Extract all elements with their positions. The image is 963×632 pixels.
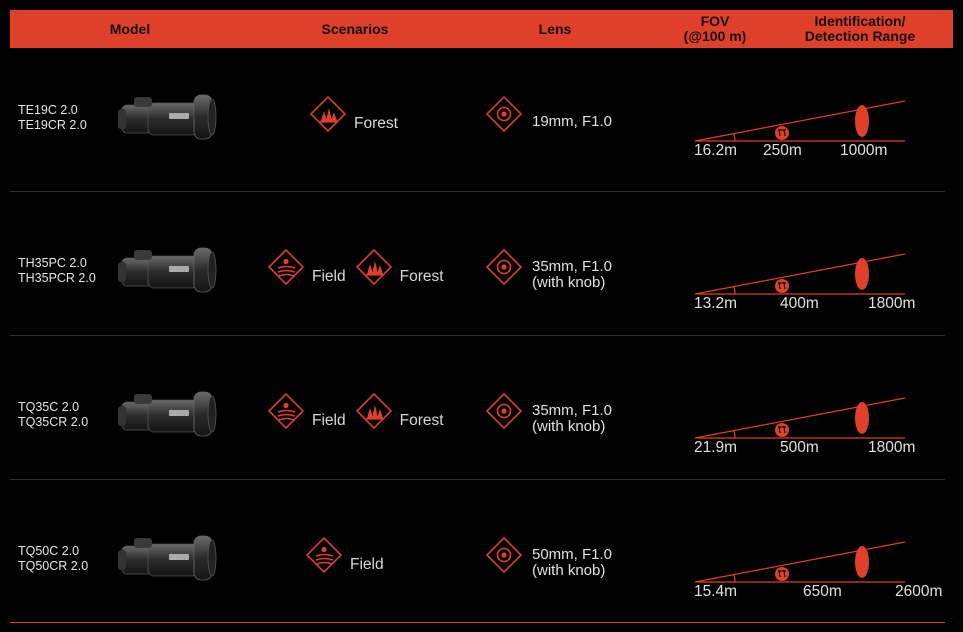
- table-header: Model Scenarios Lens FOV (@100 m) Identi…: [10, 10, 953, 48]
- scenario-label: Forest: [399, 267, 444, 285]
- fov-value: 15.4m: [694, 583, 738, 600]
- detection-range-value: 1000m: [840, 142, 888, 159]
- header-range-line1: Identification/: [814, 13, 906, 29]
- field-icon: [266, 247, 306, 292]
- fov-value: 13.2m: [694, 295, 738, 312]
- model-name: TQ35CR 2.0: [18, 415, 89, 429]
- lens-spec: 35mm, F1.0(with knob): [484, 391, 612, 436]
- header-fov-line2: (@100 m): [683, 28, 747, 44]
- detection-range-value: 1800m: [868, 295, 916, 312]
- identification-range-value: 250m: [763, 142, 802, 159]
- table-bottom-rule: [10, 622, 945, 623]
- lens-text: 35mm, F1.0(with knob): [532, 257, 613, 291]
- lens-knob-note: (with knob): [532, 417, 606, 435]
- lens-spec: 50mm, F1.0(with knob): [484, 535, 612, 580]
- lens-knob-note: (with knob): [532, 273, 606, 291]
- scenario-item: Field: [266, 247, 346, 292]
- header-model: Model: [109, 21, 151, 37]
- lens-text: 35mm, F1.0(with knob): [532, 401, 613, 435]
- identification-range-value: 650m: [803, 583, 842, 600]
- lens-icon: [484, 247, 524, 292]
- header-range-line2: Detection Range: [804, 28, 916, 44]
- range-diagram: [690, 507, 960, 597]
- lens-text: 50mm, F1.0(with knob): [532, 545, 613, 579]
- forest-icon: [354, 247, 394, 292]
- lens-focal: 19mm, F1.0: [532, 112, 613, 130]
- scenario-item: Forest: [354, 247, 444, 292]
- lens-icon: [484, 535, 524, 580]
- fov-value: 21.9m: [694, 439, 738, 456]
- model-name: TQ50CR 2.0: [18, 559, 89, 573]
- model-name: TE19CR 2.0: [18, 118, 87, 132]
- header-fov-line1: FOV: [700, 13, 730, 29]
- header-lens: Lens: [538, 21, 572, 37]
- lens-focal: 50mm, F1.0: [532, 545, 613, 563]
- scenario-item: Field: [304, 535, 384, 580]
- lens-focal: 35mm, F1.0: [532, 257, 613, 275]
- row-separator: [10, 335, 945, 336]
- scenario-label: Forest: [399, 411, 444, 429]
- range-diagram: [690, 66, 960, 156]
- field-icon: [304, 535, 344, 580]
- lens-icon: [484, 391, 524, 436]
- range-diagram: [690, 363, 960, 453]
- scenario-label: Field: [312, 411, 346, 429]
- field-icon: [266, 391, 306, 436]
- scenarios: Field Forest: [266, 247, 452, 292]
- identification-range-value: 500m: [780, 439, 819, 456]
- model-name: TH35PCR 2.0: [18, 271, 96, 285]
- scenarios: Field Forest: [266, 391, 452, 436]
- model-name: TH35PC 2.0: [18, 256, 87, 270]
- device-image: [114, 83, 224, 158]
- lens-icon: [484, 94, 524, 139]
- scenario-item: Field: [266, 391, 346, 436]
- forest-icon: [308, 94, 348, 139]
- header-fov: FOV (@100 m): [670, 14, 760, 44]
- identification-range-value: 400m: [780, 295, 819, 312]
- scenario-item: Forest: [354, 391, 444, 436]
- row-separator: [10, 191, 945, 192]
- scenario-label: Field: [312, 267, 346, 285]
- lens-focal: 35mm, F1.0: [532, 401, 613, 419]
- forest-icon: [354, 391, 394, 436]
- scenario-label: Field: [350, 555, 384, 573]
- detection-range-value: 1800m: [868, 439, 916, 456]
- model-name: TQ50C 2.0: [18, 544, 80, 558]
- scenarios: Forest: [308, 94, 406, 139]
- range-diagram: [690, 219, 960, 309]
- lens-knob-note: (with knob): [532, 561, 606, 579]
- header-scenarios: Scenarios: [321, 21, 389, 37]
- model-name: TE19C 2.0: [18, 103, 78, 117]
- scenario-item: Forest: [308, 94, 398, 139]
- fov-value: 16.2m: [694, 142, 738, 159]
- lens-spec: 19mm, F1.0: [484, 94, 612, 139]
- device-image: [114, 524, 224, 599]
- detection-range-value: 2600m: [895, 583, 943, 600]
- lens-text: 19mm, F1.0: [532, 112, 613, 130]
- header-range: Identification/ Detection Range: [790, 14, 930, 44]
- row-separator: [10, 479, 945, 480]
- lens-spec: 35mm, F1.0(with knob): [484, 247, 612, 292]
- scenarios: Field: [304, 535, 392, 580]
- model-name: TQ35C 2.0: [18, 400, 80, 414]
- device-image: [114, 236, 224, 311]
- scenario-label: Forest: [354, 114, 398, 132]
- device-image: [114, 380, 224, 455]
